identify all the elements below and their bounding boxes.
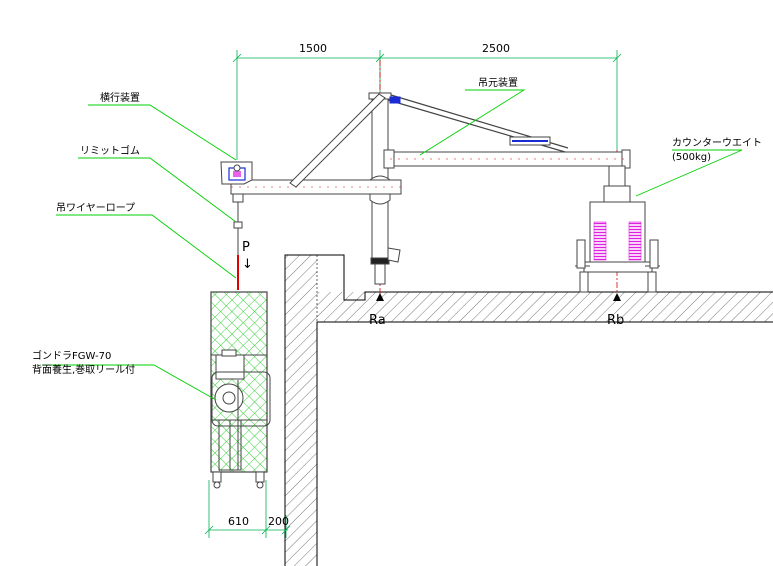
roof-hatch (317, 292, 773, 322)
bottom-dimensions (204, 480, 291, 538)
label-gondola-model: ゴンドラFGW-70 (32, 349, 111, 362)
label-gondola-options: 背面養生,巻取リール付 (32, 363, 135, 376)
gondola (210, 291, 271, 489)
wall-inner-outline (316, 321, 773, 566)
reaction-rb: Rb (607, 313, 624, 328)
wire-rope (233, 202, 243, 290)
counterweight-plates-left (593, 221, 607, 261)
supports (376, 293, 621, 301)
wall-hatch (285, 255, 317, 566)
right-boom (383, 149, 631, 169)
reaction-ra: Ra (369, 313, 386, 328)
label-suspension-device: 吊元装置 (478, 76, 518, 89)
counterweight-frame (575, 165, 660, 293)
load-arrow: ↓ (242, 257, 253, 272)
label-counterweight: カウンターウエイト (672, 137, 762, 149)
label-counterweight-mass: (500kg) (672, 152, 711, 163)
dimension-610: 610 (228, 515, 249, 528)
label-limit-rubber: リミットゴム (80, 144, 140, 157)
wall-outline (284, 254, 773, 566)
top-dimensions (232, 50, 622, 160)
label-traverse-device: 横行装置 (100, 91, 140, 104)
gondola-mesh (210, 291, 268, 473)
tie-rod (387, 94, 569, 153)
traverse-device (220, 161, 253, 203)
building-section (284, 254, 773, 566)
counterweight-plates-right (628, 221, 642, 261)
load-p: P (242, 240, 250, 255)
dimension-1500: 1500 (299, 42, 327, 55)
left-boom (230, 93, 402, 195)
dimension-200: 200 (268, 515, 289, 528)
label-wire-rope: 吊ワイヤーロープ (56, 202, 135, 214)
dimension-2500: 2500 (482, 42, 510, 55)
leader-lines (42, 89, 743, 401)
